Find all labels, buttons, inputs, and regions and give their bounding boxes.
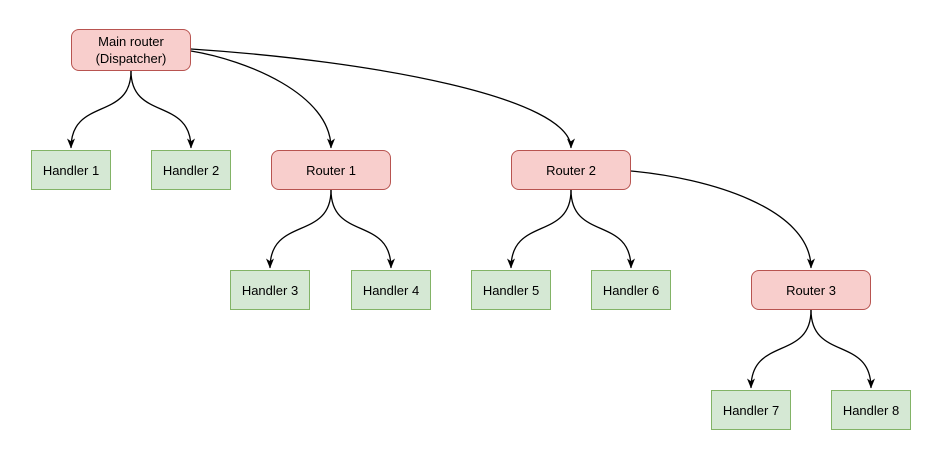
edge-main-router-to-handler-2 [130,70,195,149]
node-handler-3: Handler 3 [230,270,310,310]
edge-main-router-to-router-1 [190,50,335,149]
node-handler-1: Handler 1 [31,150,111,190]
node-handler-5: Handler 5 [471,270,551,310]
node-router-1: Router 1 [271,150,391,190]
edge-main-router-to-router-2 [190,48,575,149]
edge-main-router-to-handler-1 [67,70,132,149]
node-router-3: Router 3 [751,270,871,310]
edge-router-3-to-handler-8 [810,309,875,389]
edge-router-2-to-handler-6 [570,189,635,269]
edge-router-2-to-router-3 [630,170,815,269]
node-handler-6: Handler 6 [591,270,671,310]
node-router-2: Router 2 [511,150,631,190]
node-handler-7: Handler 7 [711,390,791,430]
edge-router-2-to-handler-5 [507,189,572,269]
node-handler-8: Handler 8 [831,390,911,430]
edge-router-1-to-handler-3 [266,189,332,269]
edge-router-1-to-handler-4 [330,189,395,269]
node-handler-2: Handler 2 [151,150,231,190]
node-handler-4: Handler 4 [351,270,431,310]
node-main-router: Main router (Dispatcher) [71,29,191,71]
edge-router-3-to-handler-7 [747,309,812,389]
